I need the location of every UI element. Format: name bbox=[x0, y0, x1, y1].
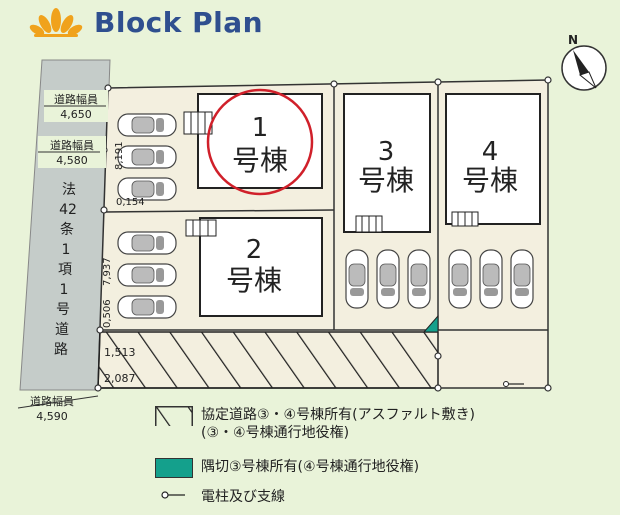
lotus-logo-icon bbox=[29, 8, 83, 37]
road-width-1-value: 4,650 bbox=[60, 108, 92, 121]
legend-item-teal: 隅切③号棟所有(④号棟通行地役権) bbox=[155, 458, 419, 478]
legend-teal-text: 隅切③号棟所有(④号棟通行地役権) bbox=[201, 459, 420, 475]
page-title: Block Plan bbox=[94, 6, 264, 39]
road-name-char: 路 bbox=[54, 342, 68, 358]
lot-2-number: 2 bbox=[246, 235, 263, 265]
legend-item-pole: 電柱及び支線 bbox=[155, 488, 285, 506]
lot-4-label: 号棟 bbox=[462, 164, 518, 197]
hatch-swatch-icon bbox=[155, 406, 193, 426]
north-arrow-icon: N bbox=[561, 33, 607, 91]
road-width-2-name: 道路幅員 bbox=[50, 138, 94, 152]
lot-2-label: 号棟 bbox=[226, 264, 282, 297]
utility-pole-icon bbox=[161, 491, 185, 499]
road-name-char: 1 bbox=[60, 282, 69, 298]
road-name-char: 1 bbox=[62, 242, 71, 258]
legend-item-hatch: 協定道路③・④号棟所有(アスファルト敷き) (③・④号棟通行地役権) bbox=[155, 406, 475, 442]
dimension-label: 0,506 bbox=[102, 299, 113, 328]
lot-1-label: 号棟 bbox=[232, 144, 288, 177]
building-2 bbox=[199, 217, 323, 317]
dimension-label: 0,154 bbox=[116, 197, 145, 208]
road-width-3-value: 4,590 bbox=[36, 410, 68, 423]
north-label: N bbox=[568, 33, 578, 47]
road-name-char: 項 bbox=[58, 262, 72, 278]
road-name-char: 号 bbox=[56, 302, 70, 318]
lot-4-number: 4 bbox=[482, 137, 499, 167]
road-width-1-name: 道路幅員 bbox=[54, 92, 98, 106]
road-width-2-value: 4,580 bbox=[56, 154, 88, 167]
lot-1-number: 1 bbox=[252, 113, 269, 143]
header: Block Plan bbox=[0, 0, 620, 48]
road-name-char: 道 bbox=[55, 322, 69, 338]
building-3 bbox=[343, 93, 431, 233]
road-name-char: 法 bbox=[62, 182, 76, 198]
lot-3-label: 号棟 bbox=[358, 164, 414, 197]
dimension-label: 7,937 bbox=[102, 257, 113, 286]
legend-hatch-line2: (③・④号棟通行地役権) bbox=[201, 425, 350, 441]
road-name-char: 条 bbox=[60, 221, 74, 238]
dimension-label: 1,513 bbox=[104, 346, 136, 359]
agreement-road-hatch bbox=[97, 331, 439, 389]
legend-hatch-line1: 協定道路③・④号棟所有(アスファルト敷き) bbox=[201, 407, 476, 423]
legend-pole-text: 電柱及び支線 bbox=[201, 489, 285, 505]
dimension-label: 2,087 bbox=[104, 372, 136, 385]
dimension-label: 8,191 bbox=[114, 141, 125, 170]
road-name-char: 42 bbox=[59, 202, 77, 218]
teal-swatch-icon bbox=[155, 458, 193, 478]
lot-3-number: 3 bbox=[378, 137, 395, 167]
corner-cut bbox=[422, 314, 439, 333]
building-4 bbox=[445, 93, 541, 225]
highlight-circle bbox=[206, 88, 314, 196]
